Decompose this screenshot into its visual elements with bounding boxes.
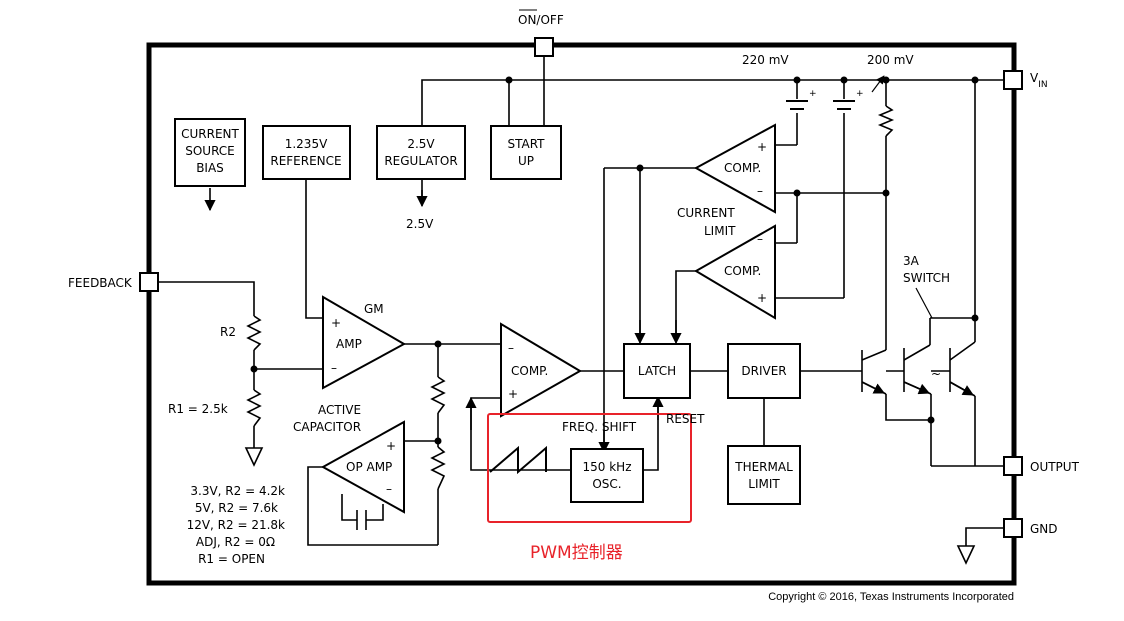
block-regulator	[376, 125, 466, 180]
pwm-controller-label: PWM控制器	[530, 543, 623, 563]
block-latch	[623, 343, 691, 399]
active-cap-line2: CAPACITOR	[293, 420, 361, 434]
ref-sources	[786, 100, 855, 110]
svg-text:+: +	[508, 387, 518, 401]
svg-text:+: +	[386, 439, 396, 453]
switch-line1: 3A	[903, 254, 920, 268]
pin-feedback-label: FEEDBACK	[68, 276, 133, 290]
resistor-active-cap-top	[430, 376, 446, 414]
regulator-out-label: 2.5V	[406, 217, 434, 231]
svg-text:+: +	[757, 291, 767, 305]
reg-line1: 2.5V	[407, 137, 435, 151]
csb-line3: BIAS	[196, 161, 224, 175]
current-limit-line2: LIMIT	[704, 224, 736, 238]
table-row: R1 = OPEN	[198, 552, 265, 566]
block-start-up	[490, 125, 562, 180]
tilde-label: ~	[931, 367, 941, 381]
pin-feedback[interactable]	[139, 272, 159, 292]
block-oscillator	[570, 448, 644, 503]
ref-line2: REFERENCE	[270, 154, 341, 168]
ground-symbol-r1	[244, 447, 264, 467]
comp-top	[693, 123, 776, 214]
comp-mid-label: COMP.	[724, 264, 761, 278]
pin-on-off[interactable]	[534, 37, 554, 57]
svg-text:+: +	[757, 140, 767, 154]
block-thermal-limit	[727, 445, 801, 505]
resistor-sense	[877, 105, 895, 137]
svg-text:–: –	[757, 232, 763, 246]
reg-line2: REGULATOR	[384, 154, 457, 168]
freq-shift-label: FREQ. SHIFT	[562, 420, 637, 434]
svg-text:+: +	[856, 89, 864, 99]
pin-vin[interactable]	[1003, 70, 1023, 90]
ic-outline	[146, 42, 1017, 586]
pin-on-off-label: ON/OFF	[518, 13, 564, 27]
pins	[139, 37, 1023, 538]
ground-symbol-gnd	[956, 545, 976, 565]
pin-vin-label: VIN	[1030, 71, 1048, 90]
block-driver	[727, 343, 801, 399]
pin-gnd[interactable]	[1003, 518, 1023, 538]
pin-output-label: OUTPUT	[1030, 460, 1080, 474]
pin-gnd-label: GND	[1030, 522, 1058, 536]
block-current-source-bias	[174, 118, 246, 187]
amp-op	[320, 420, 405, 514]
gm-amp-label: AMP	[336, 337, 362, 351]
svg-text:–: –	[386, 482, 392, 496]
resistors	[246, 105, 895, 490]
startup-line2: UP	[518, 154, 534, 168]
svg-text:+: +	[331, 316, 341, 330]
csb-line1: CURRENT	[181, 127, 239, 141]
table-row: 12V, R2 = 21.8k	[187, 518, 285, 532]
thermal-line2: LIMIT	[748, 477, 780, 491]
pwm-controller-highlight	[487, 413, 692, 523]
resistor-active-cap-bottom	[430, 446, 446, 490]
thermal-line1: THERMAL	[734, 460, 793, 474]
osc-line1: 150 kHz	[583, 460, 632, 474]
svg-text:–: –	[331, 361, 337, 375]
svg-text:–: –	[757, 184, 763, 198]
op-amp-label: OP AMP	[346, 460, 392, 474]
ref-line1: 1.235V	[285, 137, 328, 151]
r1-label: R1 = 2.5k	[168, 402, 228, 416]
block-reference	[262, 125, 351, 180]
amp-gm	[322, 295, 407, 390]
switch-line2: SWITCH	[903, 271, 950, 285]
svg-text:–: –	[508, 341, 514, 355]
gm-label: GM	[364, 302, 384, 316]
amplifiers	[320, 123, 776, 514]
csb-line2: SOURCE	[185, 144, 235, 158]
comp-top-label: COMP.	[724, 161, 761, 175]
ref-220-label: 220 mV	[742, 53, 789, 67]
copyright: Copyright © 2016, Texas Instruments Inco…	[768, 591, 1014, 603]
resistor-r1	[246, 389, 262, 427]
comp-mid	[694, 224, 776, 320]
reset-label: RESET	[666, 412, 705, 426]
r2-label: R2	[220, 325, 236, 339]
startup-line1: START	[507, 137, 545, 151]
junctions	[250, 76, 979, 445]
driver-label: DRIVER	[741, 364, 786, 378]
pin-output[interactable]	[1003, 456, 1023, 476]
current-limit-line1: CURRENT	[677, 206, 735, 220]
table-row: 3.3V, R2 = 4.2k	[190, 484, 285, 498]
pwm-comp-label: COMP.	[511, 364, 548, 378]
svg-text:+: +	[809, 89, 817, 99]
ref-200-label: 200 mV	[867, 53, 914, 67]
blocks	[174, 118, 801, 505]
comp-pwm	[500, 322, 582, 418]
active-cap-line1: ACTIVE	[318, 403, 361, 417]
table-row: ADJ, R2 = 0Ω	[196, 535, 275, 549]
osc-line2: OSC.	[592, 477, 621, 491]
sawtooth-icon	[489, 445, 547, 475]
latch-label: LATCH	[638, 364, 676, 378]
table-row: 5V, R2 = 7.6k	[195, 501, 278, 515]
resistor-r2	[246, 315, 262, 351]
